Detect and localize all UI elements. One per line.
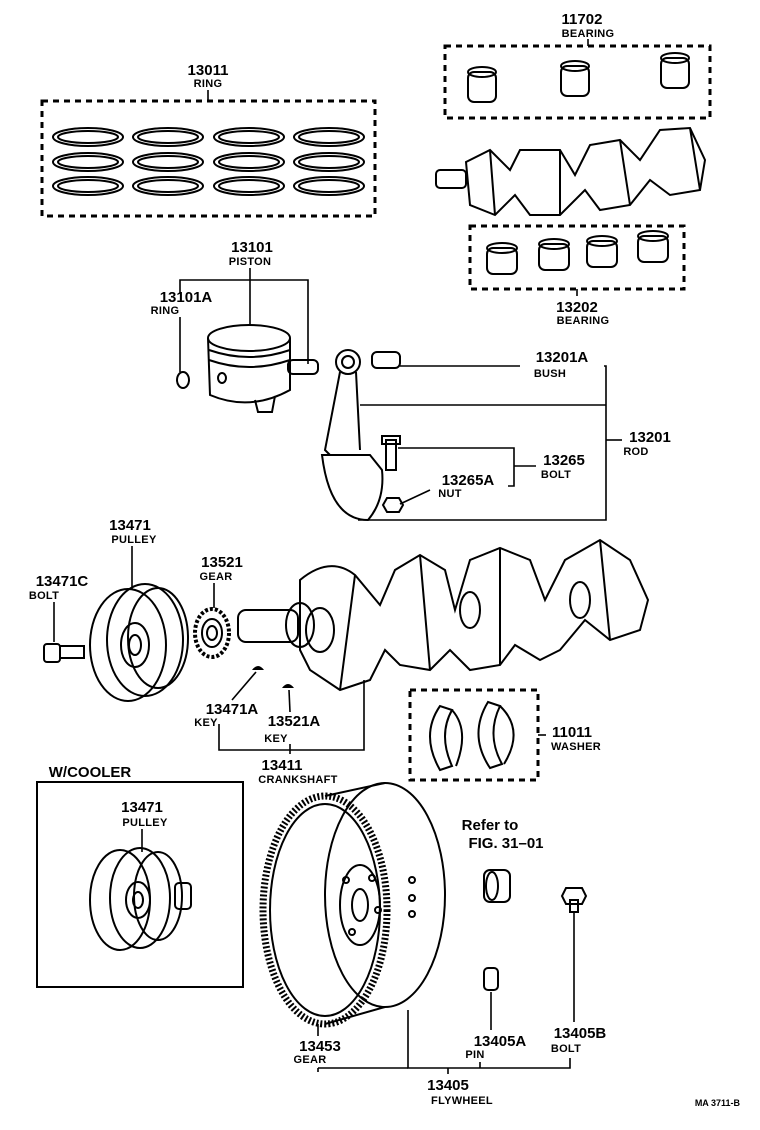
- cooler-group: W/COOLER 13471 PULLEY: [36, 764, 244, 988]
- flywheel-bolt-name: BOLT: [551, 1043, 581, 1055]
- rod-bolt-name: BOLT: [541, 469, 571, 481]
- washer-name: WASHER: [551, 741, 601, 753]
- pulley-name: PULLEY: [111, 534, 157, 546]
- ring-gear-name: GEAR: [294, 1054, 327, 1066]
- rod-bearing-box: [468, 224, 686, 291]
- rod-name: ROD: [623, 446, 648, 458]
- crankshaft-small-drawing: [435, 126, 707, 217]
- crank-gear-name: GEAR: [200, 571, 233, 583]
- cooler-pulley-number: 13471: [121, 799, 163, 816]
- ring-set-name: RING: [194, 78, 223, 90]
- crankshaft-name: CRANKSHAFT: [258, 774, 337, 786]
- flywheel-number: 13405: [427, 1077, 469, 1094]
- refer-note-line2: FIG. 31–01: [468, 835, 543, 852]
- ring-gear-number: 13453: [299, 1038, 341, 1055]
- flywheel-pin-name: PIN: [465, 1049, 484, 1061]
- piston-number: 13101: [231, 239, 273, 256]
- flywheel-group: Refer to FIG. 31–01 13405A PIN 13405B BO…: [259, 782, 607, 1107]
- pulley-key-number: 13471A: [206, 701, 259, 718]
- rod-bearing-number: 13202: [556, 299, 598, 316]
- bush-number: 13201A: [536, 349, 589, 366]
- crankshaft-drawing: [237, 538, 650, 692]
- washer-box: [408, 688, 540, 782]
- main-bearing-name: BEARING: [562, 28, 615, 40]
- cooler-label: W/COOLER: [49, 764, 132, 781]
- washer-number: 11011: [552, 724, 592, 741]
- crank-gear-number: 13521: [201, 554, 243, 571]
- main-bearing-drawing: [467, 52, 690, 103]
- rod-bolt-drawing: [385, 439, 397, 471]
- pulley-drawing: [89, 583, 189, 702]
- rod-number: 13201: [629, 429, 671, 446]
- key-group: 13471A KEY 13521A KEY: [194, 666, 320, 745]
- washer-drawing: [429, 700, 515, 772]
- main-bearing-box: [443, 44, 712, 120]
- main-bearing-group: 11702 BEARING: [443, 11, 712, 120]
- ring-set-number: 13011: [188, 62, 229, 79]
- washer-group: 11011 WASHER: [408, 688, 601, 782]
- cooler-pulley-drawing: [89, 847, 192, 951]
- ring-set-drawing: [52, 127, 365, 196]
- figure-code: MA 3711-B: [695, 1098, 741, 1108]
- flywheel-bolt-number: 13405B: [554, 1025, 607, 1042]
- piston-ring-drawing: [176, 371, 190, 389]
- pulley-key-name: KEY: [194, 717, 218, 729]
- flywheel-pin-number: 13405A: [474, 1033, 527, 1050]
- piston-ring-number: 13101A: [160, 289, 213, 306]
- rod-nut-drawing: [381, 497, 405, 513]
- rod-nut-number: 13265A: [442, 472, 495, 489]
- pilot-bearing-drawing: [483, 869, 511, 903]
- pulley-key-drawing: [252, 666, 264, 670]
- pulley-number: 13471: [109, 517, 151, 534]
- gear-key-name: KEY: [264, 733, 288, 745]
- rod-group: 13201A BUSH 13201 ROD 13265 BOLT 13265A …: [320, 349, 671, 522]
- rod-bearing-name: BEARING: [557, 315, 610, 327]
- piston-name: PISTON: [229, 256, 272, 268]
- crankshaft-number: 13411: [262, 757, 303, 774]
- ring-set-group: 13011 RING: [40, 62, 377, 218]
- piston-group: 13101 PISTON 13101A RING: [151, 239, 319, 413]
- crank-gear-group: 13521 GEAR: [193, 554, 243, 659]
- pulley-group: 13471 PULLEY 13471C BOLT: [29, 517, 189, 702]
- rod-bearing-group: 13202 BEARING: [468, 224, 686, 327]
- bush-drawing: [371, 351, 401, 369]
- flywheel-pin-drawing: [483, 967, 499, 991]
- piston-drawing: [207, 324, 319, 413]
- flywheel-bolt-drawing: [560, 887, 588, 913]
- refer-note-line1: Refer to: [462, 817, 519, 834]
- rod-drawing: [320, 349, 405, 522]
- pulley-bolt-number: 13471C: [36, 573, 89, 590]
- cooler-box: [36, 781, 244, 988]
- ring-set-box: [40, 99, 377, 218]
- bush-name: BUSH: [534, 368, 566, 380]
- gear-key-number: 13521A: [268, 713, 321, 730]
- flywheel-name: FLYWHEEL: [431, 1095, 493, 1107]
- rod-bearing-drawing: [486, 230, 669, 275]
- main-bearing-number: 11702: [562, 11, 603, 28]
- crankshaft-group: 13411 CRANKSHAFT: [218, 538, 650, 786]
- rod-bolt-number: 13265: [543, 452, 585, 469]
- pulley-bolt-name: BOLT: [29, 590, 59, 602]
- gear-key-drawing: [282, 684, 294, 688]
- crank-gear-drawing: [193, 607, 231, 659]
- cooler-pulley-name: PULLEY: [122, 817, 168, 829]
- pulley-bolt-drawing: [43, 643, 85, 663]
- rod-nut-name: NUT: [438, 488, 462, 500]
- piston-ring-name: RING: [151, 305, 180, 317]
- flywheel-drawing: [259, 782, 446, 1028]
